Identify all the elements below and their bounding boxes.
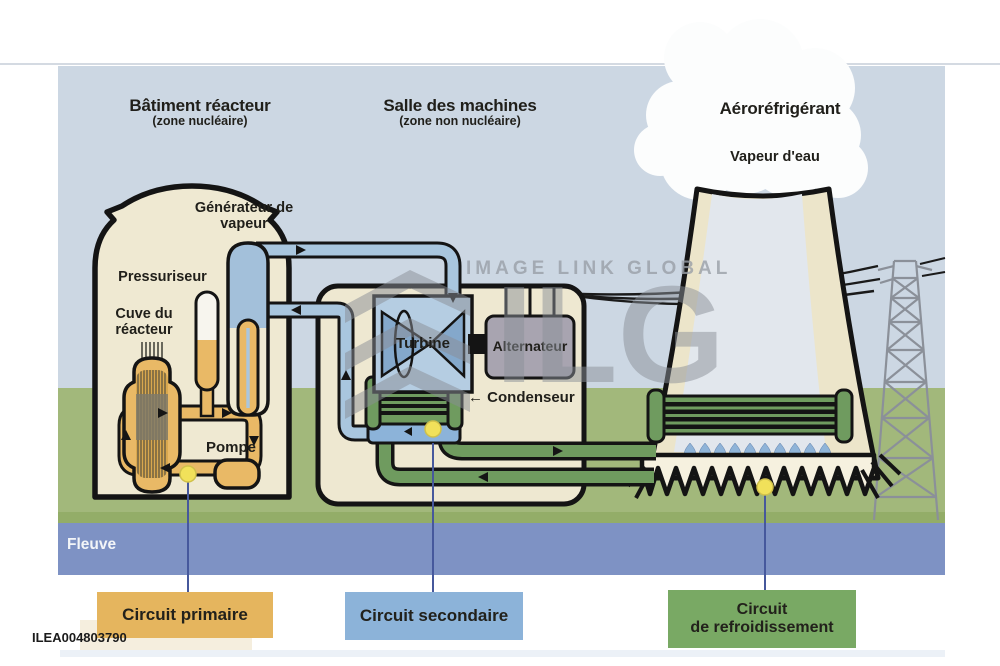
condenser-label-text: Condenseur: [487, 389, 575, 406]
watermark-logo: ILG: [495, 258, 725, 412]
bottom-hairline: [60, 650, 945, 657]
reactor-building-subtitle: (zone nucléaire): [152, 114, 248, 129]
pressurizer-label: Pressuriseur: [118, 269, 207, 285]
machine-hall-heading: Salle des machines (zone non nucléaire): [360, 96, 560, 129]
legend-connectors: [187, 443, 766, 595]
legend-primary-label: Circuit primaire: [122, 605, 248, 624]
watermark-chevron-logo: [345, 270, 470, 419]
legend-cooling-circuit: Circuit de refroidissement: [668, 590, 856, 648]
top-hairline: [0, 63, 1000, 65]
machine-hall-title: Salle des machines: [383, 96, 537, 115]
legend-primary-circuit: Circuit primaire: [97, 592, 273, 638]
reactor-building-title: Bâtiment réacteur: [129, 96, 271, 115]
legend-secondary-label: Circuit secondaire: [359, 606, 509, 625]
legend-secondary-circuit: Circuit secondaire: [345, 592, 523, 640]
condenser-left-arrow-icon: ←: [468, 389, 483, 406]
machine-hall-subtitle: (zone non nucléaire): [399, 114, 521, 129]
reactor-vessel-shape: [122, 342, 182, 494]
alternator-unit: [484, 314, 576, 380]
grass-dark-strip: [58, 512, 945, 523]
turbine-label: Turbine: [396, 334, 450, 352]
reactor-vessel-label: Cuve du réacteur: [115, 306, 173, 338]
reactor-building-heading: Bâtiment réacteur (zone nucléaire): [100, 96, 300, 129]
pump-label: Pompe: [205, 439, 256, 456]
watermark-text: IMAGE LINK GLOBAL: [466, 258, 732, 279]
river: [58, 523, 945, 575]
water-vapor-label: Vapeur d'eau: [730, 149, 820, 165]
steam-generator-shape: [226, 241, 270, 417]
transmission-pylon: [872, 259, 940, 521]
image-id: ILEA004803790: [32, 630, 127, 645]
river-label: Fleuve: [67, 536, 117, 553]
steam-plume: [634, 19, 868, 200]
primary-pump: [213, 458, 261, 490]
circuit-sample-dots: [179, 420, 774, 496]
cooling-tower-title: Aéroréfrigérant: [719, 99, 841, 118]
legend-cooling-line1: Circuit: [736, 600, 788, 618]
legend-cooling-line2: de refroidissement: [690, 619, 834, 636]
condenser-label: ← Condenseur: [468, 389, 575, 406]
turbine-shaft: [468, 334, 488, 354]
alternator-label: Alternateur: [492, 338, 568, 355]
pressurizer-shape: [194, 290, 220, 418]
flow-arrows: [121, 245, 563, 482]
steam-generator-label: Générateur de vapeur: [194, 200, 294, 232]
